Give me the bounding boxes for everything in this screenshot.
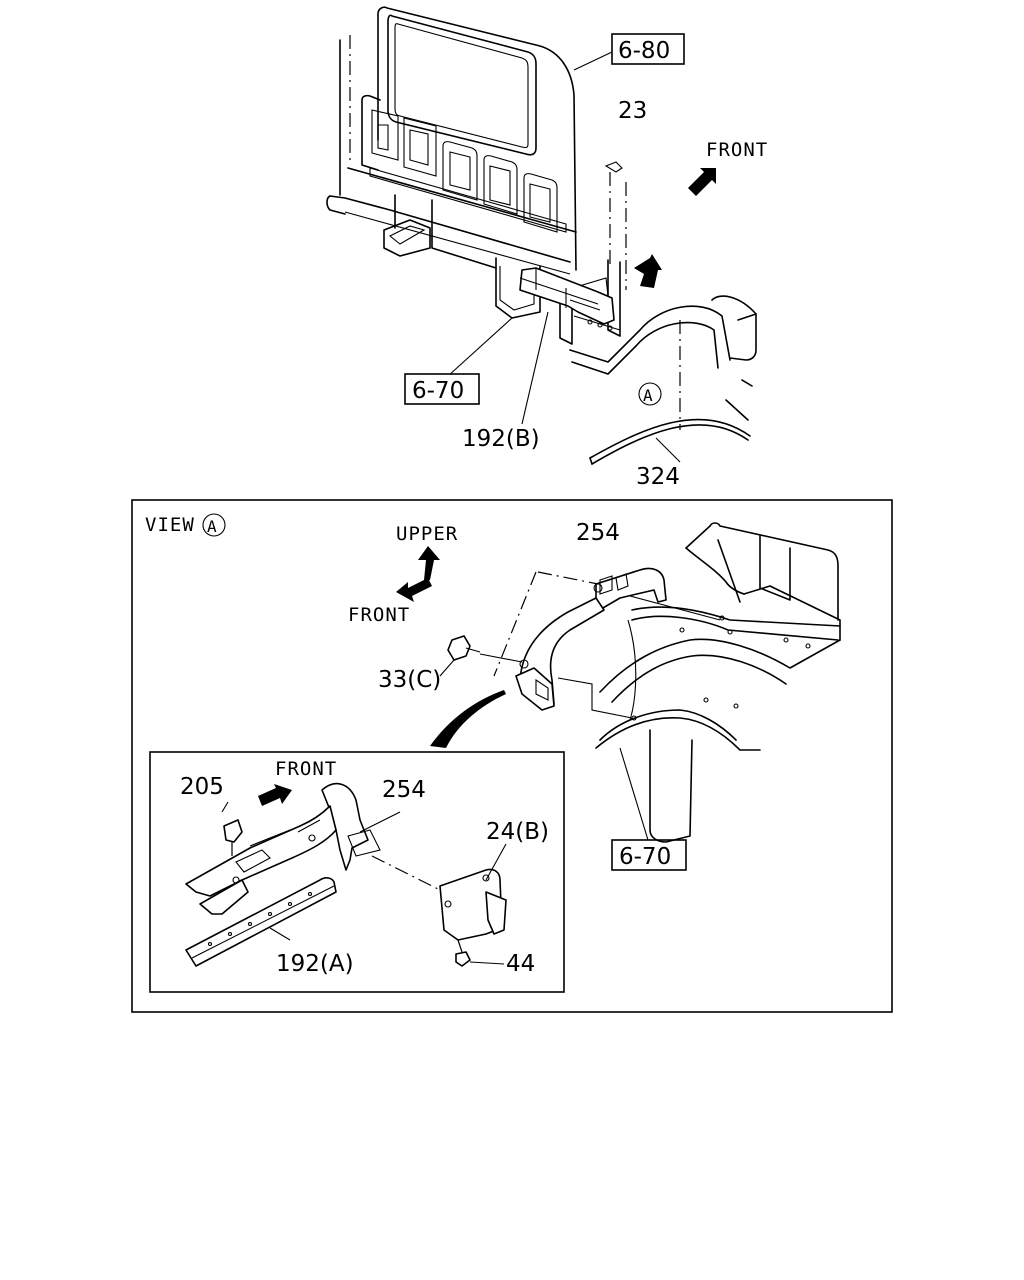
part-324-label: 324	[636, 464, 680, 490]
front-arrow-detail	[258, 784, 292, 806]
part-33c-label: 33(C)	[378, 667, 441, 693]
upper-arrow	[418, 546, 440, 580]
part-23-label: 23	[618, 98, 647, 124]
view-a-drawing	[430, 522, 841, 843]
upper-label: UPPER	[396, 523, 458, 545]
part-24b-label: 24(B)	[486, 819, 549, 845]
ref-box-6-80[interactable]	[611, 33, 685, 65]
part-44-label: 44	[506, 951, 535, 977]
detail-inset-frame	[149, 751, 565, 993]
front-label-view-a: FRONT	[348, 604, 410, 626]
ref-6-70-view-a-label: 6-70	[619, 844, 671, 870]
part-254-label: 254	[576, 520, 620, 546]
ref-box-6-70-top[interactable]	[404, 373, 480, 405]
front-arrow-top	[688, 168, 716, 196]
ref-6-70-top-label: 6-70	[412, 378, 464, 404]
part-205-label: 205	[180, 774, 224, 800]
front-arrow-view-a	[396, 578, 432, 602]
view-marker-a: A	[643, 386, 654, 405]
part-192b-label: 192(B)	[462, 426, 540, 452]
view-a-title: VIEW	[145, 514, 195, 536]
view-a-marker: A	[207, 517, 218, 536]
view-a-arrow	[634, 254, 662, 288]
front-label-top: FRONT	[706, 139, 768, 161]
ref-box-6-70-view-a[interactable]	[611, 839, 687, 871]
detail-drawing	[185, 782, 507, 967]
view-a-marker-circle	[202, 513, 226, 537]
front-label-detail: FRONT	[275, 758, 337, 780]
ref-6-80-label: 6-80	[618, 38, 670, 64]
cab-body-drawing	[326, 6, 757, 465]
view-a-frame	[131, 499, 893, 1013]
view-marker-circle	[638, 382, 662, 406]
part-192a-label: 192(A)	[276, 951, 354, 977]
part-254-detail-label: 254	[382, 777, 426, 803]
